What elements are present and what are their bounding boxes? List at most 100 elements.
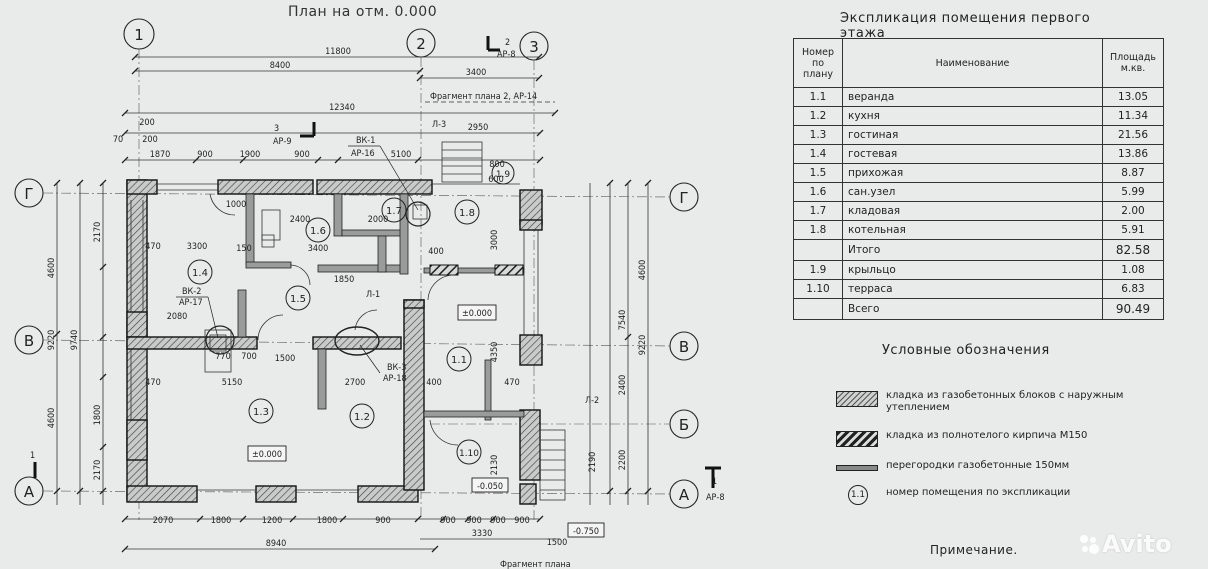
dim-text: 11800 xyxy=(325,47,351,57)
dim-text: 1500 xyxy=(275,354,296,364)
cell-area: 90.49 xyxy=(1102,298,1164,320)
dim-text: 600 xyxy=(488,175,503,185)
dim-text: 3400 xyxy=(466,68,487,78)
dim-text: 4600 xyxy=(47,258,57,279)
fragment-label: Фрагмент плана 2, АР-14 xyxy=(430,92,537,102)
cell-area: 2.00 xyxy=(1102,201,1164,221)
room-circle-1.4 xyxy=(187,259,213,285)
dim-text: 2170 xyxy=(93,460,103,481)
dim-text: 8940 xyxy=(266,539,287,549)
dim-text: 2130 xyxy=(490,455,500,476)
dim-text: 2000 xyxy=(368,215,389,225)
dim-text: 12340 xyxy=(329,103,355,113)
vk-code: ВК-2 xyxy=(182,287,201,297)
dim-text: 8400 xyxy=(270,61,291,71)
section-mark-label: 3 xyxy=(274,124,279,134)
room-circle-1.1 xyxy=(446,346,472,372)
room-number: 1.6 xyxy=(310,226,326,237)
axis-label: В xyxy=(24,332,34,350)
dim-text: 3000 xyxy=(490,230,500,251)
room-circle-1.9 xyxy=(491,161,515,185)
dim-text: 1850 xyxy=(334,275,355,285)
axis-label: Б xyxy=(679,416,689,434)
room-number-circle-icon: 1.1 xyxy=(848,485,868,505)
dim-text: 2950 xyxy=(468,123,489,133)
axis-marker-g-right xyxy=(669,182,699,212)
axis-label: 2 xyxy=(416,35,426,53)
cell-num: 1.6 xyxy=(793,182,843,202)
dim-text: 2080 xyxy=(167,312,188,322)
dim-text: 4600 xyxy=(638,260,648,281)
dim-text: 9220 xyxy=(47,330,57,351)
dim-text: 3300 xyxy=(187,242,208,252)
room-circle-1.6 xyxy=(305,217,331,243)
floor-plan-drawing: План на отм. 0.000 1 2 3 Г Г В В Б А А xyxy=(14,4,725,569)
cell-area: 5.91 xyxy=(1102,220,1164,240)
cell-name: веранда xyxy=(842,87,1103,107)
vk-sheet: АР-18 xyxy=(383,374,407,384)
cell-num: 1.4 xyxy=(793,144,843,164)
section-mark-label: 2 xyxy=(505,38,510,48)
dim-text: 7540 xyxy=(618,310,628,331)
dim-text: 2170 xyxy=(93,222,103,243)
room-number: 1.3 xyxy=(253,407,269,418)
cell-name: крыльцо xyxy=(842,260,1103,280)
plan-title: План на отм. 0.000 xyxy=(288,4,437,20)
dim-text: 4600 xyxy=(47,408,57,429)
table-header: Площадь м.кв. xyxy=(1102,38,1164,88)
cell-area: 6.83 xyxy=(1102,279,1164,299)
dim-text: 800 xyxy=(489,160,504,170)
axis-marker-v-right xyxy=(669,331,699,361)
cell-name: Всего xyxy=(842,298,1103,320)
dim-text: 70 xyxy=(113,135,123,145)
room-number: 1.4 xyxy=(192,268,208,279)
cell-name: терраса xyxy=(842,279,1103,299)
dim-text: 5100 xyxy=(391,150,412,160)
dim-text: 5150 xyxy=(222,378,243,388)
level-mark: -0.050 xyxy=(477,482,503,492)
cell-num: 1.10 xyxy=(793,279,843,299)
dim-text: 900 xyxy=(197,150,212,160)
explication-title: Экспликация помещения первого этажа xyxy=(840,11,1091,41)
vk-code: ВК-1 xyxy=(356,136,375,146)
room-circle-1.10 xyxy=(456,439,482,465)
room-circle-1.7 xyxy=(381,197,407,223)
room-number: 1.10 xyxy=(459,449,479,459)
dim-text: 2200 xyxy=(618,450,628,471)
dim-text: 1870 xyxy=(150,150,171,160)
dim-text: 2400 xyxy=(618,375,628,396)
stair-label: Л-1 xyxy=(366,290,380,300)
vk-sheet: АР-17 xyxy=(179,298,203,308)
legend-title: Условные обозначения xyxy=(882,343,1050,358)
axis-label: А xyxy=(679,486,690,504)
section-mark-label: АР-8 xyxy=(497,50,516,60)
level-mark: -0.750 xyxy=(573,527,599,537)
room-number: 1.7 xyxy=(386,206,402,217)
room-circle-1.2 xyxy=(349,403,375,429)
dim-text: 900 xyxy=(375,516,390,526)
cell-num: 1.7 xyxy=(793,201,843,221)
cell-area: 1.08 xyxy=(1102,260,1164,280)
dim-text: 470 xyxy=(504,378,519,388)
cell-area: 8.87 xyxy=(1102,163,1164,183)
cell-name: котельная xyxy=(842,220,1103,240)
dim-text: 2700 xyxy=(345,378,366,388)
cell-num xyxy=(793,239,843,261)
brick-swatch-icon xyxy=(836,431,878,447)
dim-text: 4350 xyxy=(490,342,500,363)
dim-text: 150 xyxy=(236,244,251,254)
section-mark-label: 1 xyxy=(30,451,35,461)
brick-walls xyxy=(429,264,524,276)
exterior-walls xyxy=(126,179,543,505)
dim-text: 400 xyxy=(428,247,443,257)
room-number: 1.9 xyxy=(496,170,511,180)
dim-text: 400 xyxy=(426,378,441,388)
axis-label: Г xyxy=(24,185,33,203)
